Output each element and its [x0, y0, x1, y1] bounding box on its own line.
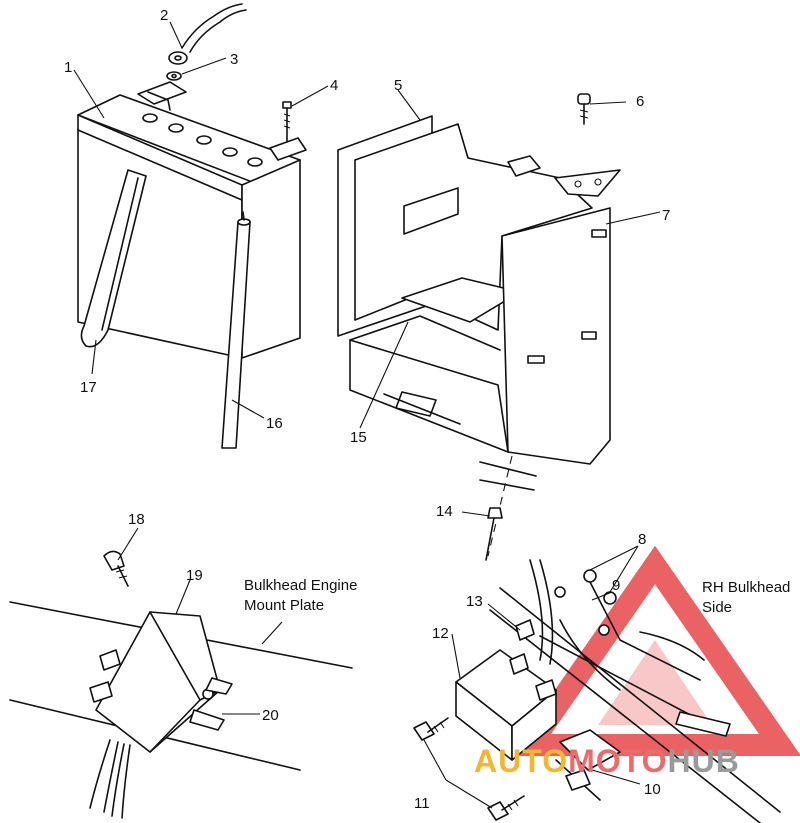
watermark-logo: [508, 545, 800, 756]
callout-20: 20: [262, 707, 279, 724]
callout-8: 8: [638, 531, 646, 548]
battery: [77, 81, 307, 359]
callout-2: 2: [160, 7, 168, 24]
callout-16: 16: [266, 415, 283, 432]
mount-bolt-6: [577, 93, 591, 125]
watermark-hub: HUB: [667, 743, 739, 779]
callout-7: 7: [662, 207, 670, 224]
callout-11: 11: [414, 795, 430, 812]
callout-14: 14: [436, 503, 453, 520]
bolt-18: [103, 550, 129, 587]
leader-lines: [73, 21, 661, 809]
callout-15: 15: [350, 429, 367, 446]
rh-bulkhead-assembly: [413, 559, 781, 823]
callout-1: 1: [64, 59, 72, 76]
watermark-text: AUTOMOTOHUB: [474, 743, 740, 779]
terminal-bolt: [282, 101, 292, 143]
callout-4: 4: [330, 77, 338, 94]
callout-5: 5: [394, 77, 402, 94]
callout-10: 10: [644, 781, 661, 798]
watermark-triangle: [508, 545, 800, 756]
rh-note-line1: RH Bulkhead: [702, 579, 790, 596]
watermark-moto: MOTO: [568, 743, 667, 779]
bulkhead-note-line2: Mount Plate: [244, 597, 324, 614]
callout-labels: 1 2 3 4 5 6 7 8 9 10 11 12 13 14 15 16 1…: [64, 7, 670, 812]
callout-13: 13: [466, 593, 483, 610]
vent-tube: [221, 211, 251, 449]
battery-box: [337, 115, 621, 465]
bulkhead-note-line1: Bulkhead Engine: [244, 577, 357, 594]
fastener-14: [479, 455, 537, 561]
callout-6: 6: [636, 93, 644, 110]
callout-19: 19: [186, 567, 203, 584]
callout-3: 3: [230, 51, 238, 68]
rh-note-line2: Side: [702, 599, 732, 616]
battery-cable: [166, 3, 247, 81]
watermark-auto: AUTO: [474, 743, 568, 779]
callout-17: 17: [80, 379, 97, 396]
watermark-inner-triangle: [598, 640, 712, 725]
battery-strap: [80, 169, 147, 348]
notes: Bulkhead Engine Mount Plate RH Bulkhead …: [244, 577, 790, 616]
callout-18: 18: [128, 511, 145, 528]
callout-9: 9: [612, 577, 620, 594]
bulkhead-plate: [9, 601, 353, 819]
callout-12: 12: [432, 625, 449, 642]
